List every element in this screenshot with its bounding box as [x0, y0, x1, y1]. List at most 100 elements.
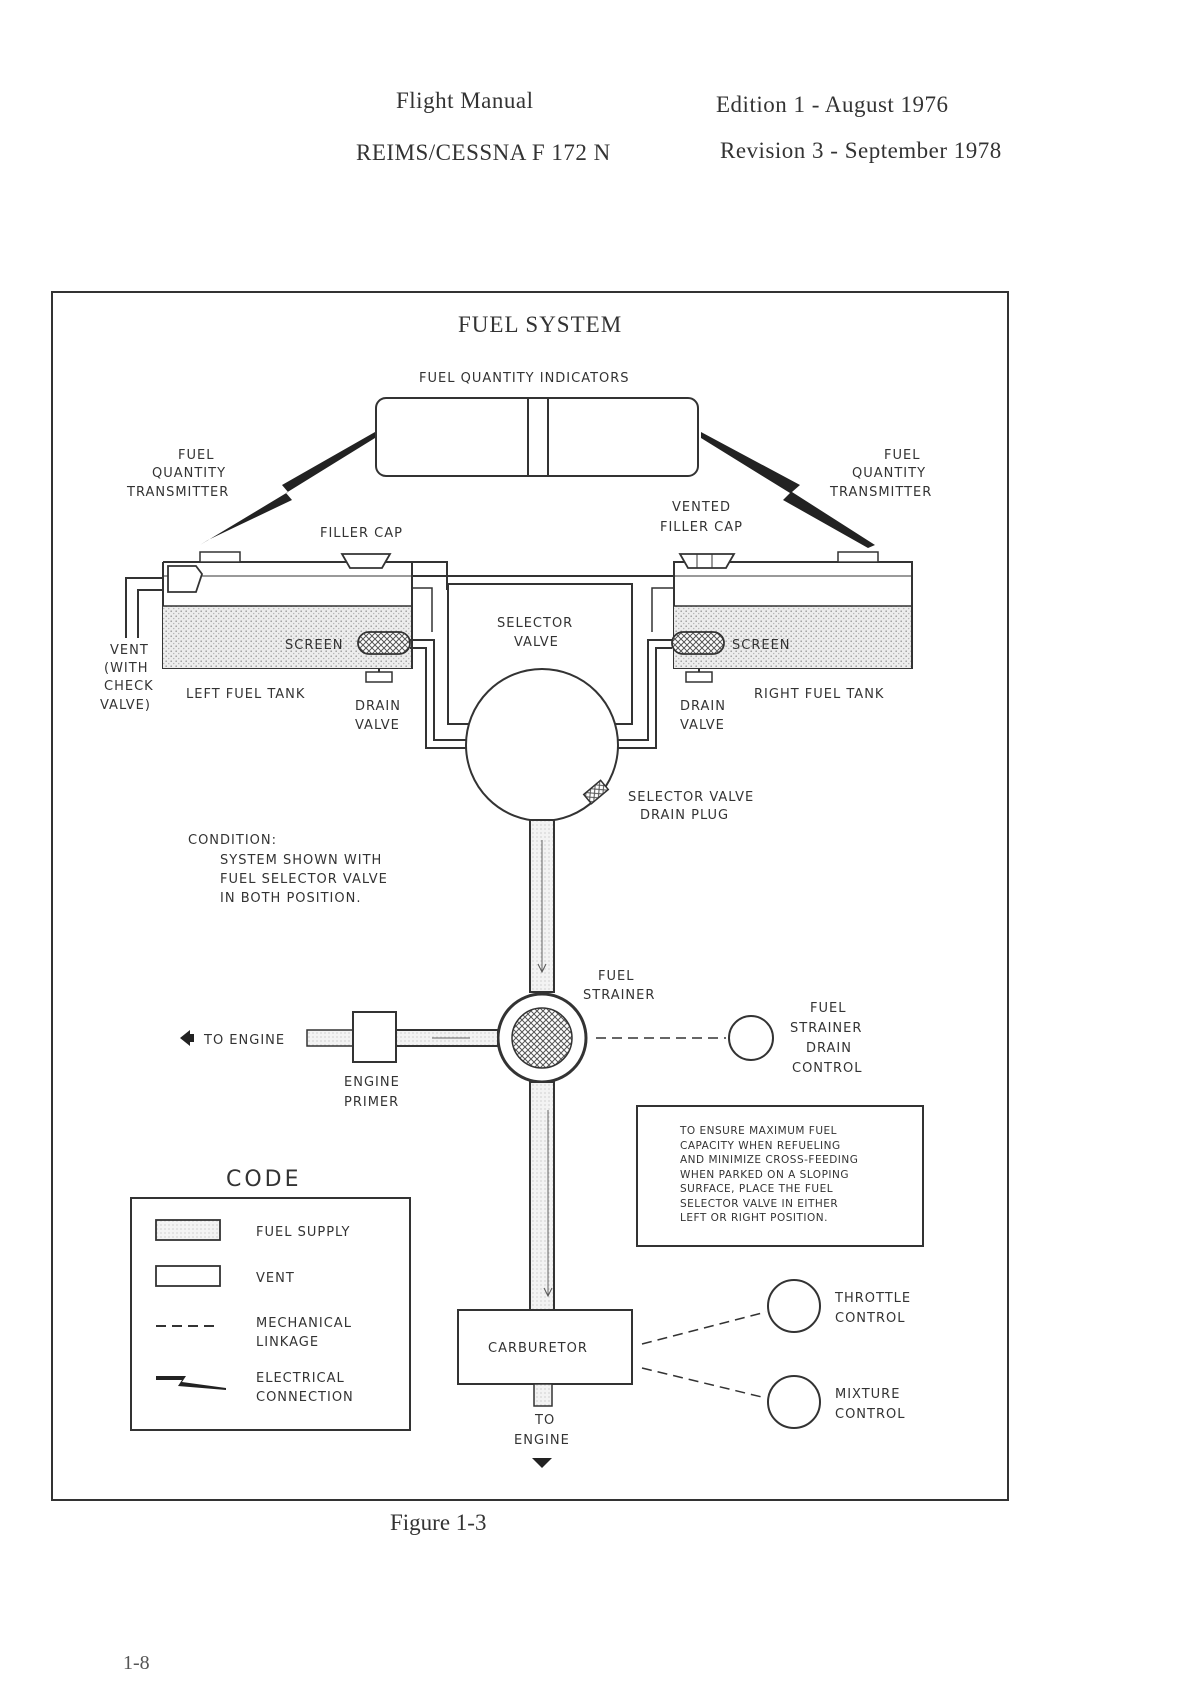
- svg-text:FUEL: FUEL: [810, 1001, 846, 1016]
- svg-text:DRAIN: DRAIN: [806, 1041, 852, 1056]
- fuel-strainer-drain-control: FUEL STRAINER DRAIN CONTROL: [596, 1001, 862, 1076]
- svg-text:CONTROL: CONTROL: [835, 1311, 905, 1326]
- selector-valve-drain-plug: SELECTOR VALVE DRAIN PLUG: [582, 779, 754, 823]
- code-title: CODE: [226, 1167, 302, 1192]
- carburetor: CARBURETOR: [457, 1309, 633, 1385]
- svg-text:CONTROL: CONTROL: [835, 1407, 905, 1422]
- svg-text:FUEL: FUEL: [884, 448, 920, 463]
- edition-info: Edition 1 - August 1976: [716, 92, 949, 117]
- to-engine-bottom: TO ENGINE: [514, 1383, 570, 1468]
- svg-text:CONTROL: CONTROL: [792, 1061, 862, 1076]
- svg-text:TO: TO: [534, 1413, 555, 1428]
- svg-text:DRAIN PLUG: DRAIN PLUG: [640, 808, 729, 823]
- svg-text:CAPACITY WHEN REFUELING: CAPACITY WHEN REFUELING: [680, 1140, 841, 1152]
- svg-text:QUANTITY: QUANTITY: [852, 466, 926, 481]
- svg-text:SYSTEM SHOWN WITH: SYSTEM SHOWN WITH: [220, 853, 382, 868]
- svg-text:TO ENGINE: TO ENGINE: [203, 1033, 285, 1048]
- page-number: 1-8: [123, 1652, 150, 1674]
- fuel-tanks: [162, 551, 913, 669]
- svg-text:VENTED: VENTED: [672, 500, 731, 515]
- legend-mechanical-linkage: MECHANICAL LINKAGE: [156, 1316, 352, 1350]
- legend-vent: VENT: [155, 1265, 295, 1287]
- condition-note: CONDITION: SYSTEM SHOWN WITH FUEL SELECT…: [188, 833, 388, 906]
- svg-text:ENGINE: ENGINE: [344, 1075, 400, 1090]
- mixture-control: MIXTURE CONTROL: [641, 1367, 905, 1429]
- svg-text:MECHANICAL: MECHANICAL: [256, 1316, 352, 1331]
- vent-check-valve: [125, 565, 204, 638]
- to-engine-left: TO ENGINE: [180, 1030, 285, 1048]
- left-fuel-tank-label: LEFT FUEL TANK: [186, 687, 305, 702]
- diagram-frame: [51, 291, 1009, 1501]
- revision-info: Revision 3 - September 1978: [720, 138, 1002, 163]
- svg-text:TRANSMITTER: TRANSMITTER: [126, 485, 229, 500]
- svg-text:VALVE): VALVE): [100, 698, 151, 713]
- svg-text:TO ENSURE MAXIMUM FUEL: TO ENSURE MAXIMUM FUEL: [679, 1125, 837, 1137]
- drain-valve-left: DRAIN VALVE: [355, 668, 401, 733]
- fuel-lines-tanks-to-selector: [410, 587, 674, 749]
- legend-electrical-connection: ELECTRICAL CONNECTION: [156, 1371, 353, 1405]
- vent-label: VENT (WITH CHECK VALVE): [100, 643, 154, 713]
- svg-text:VALVE: VALVE: [680, 718, 725, 733]
- svg-text:FUEL: FUEL: [178, 448, 214, 463]
- svg-text:FILLER CAP: FILLER CAP: [320, 526, 403, 541]
- vented-filler-cap: VENTED FILLER CAP: [660, 500, 743, 569]
- svg-text:LINKAGE: LINKAGE: [256, 1335, 319, 1350]
- svg-text:FUEL SUPPLY: FUEL SUPPLY: [256, 1225, 350, 1240]
- svg-text:SCREEN: SCREEN: [285, 638, 344, 653]
- manual-title: Flight Manual: [396, 88, 534, 113]
- svg-text:STRAINER: STRAINER: [583, 988, 655, 1003]
- svg-text:VALVE: VALVE: [355, 718, 400, 733]
- selector-valve: SELECTOR VALVE: [447, 583, 633, 822]
- throttle-control: THROTTLE CONTROL: [641, 1279, 911, 1345]
- electrical-connection-left: [200, 432, 375, 545]
- svg-text:CHECK: CHECK: [104, 679, 154, 694]
- engine-primer: ENGINE PRIMER: [344, 1011, 400, 1110]
- code-legend: FUEL SUPPLY VENT MECHANICAL LINKAGE ELEC…: [130, 1197, 411, 1431]
- diagram-title: FUEL SYSTEM: [458, 312, 622, 337]
- svg-text:TRANSMITTER: TRANSMITTER: [829, 485, 932, 500]
- svg-text:SCREEN: SCREEN: [732, 638, 791, 653]
- fuel-quantity-indicators-label: FUEL QUANTITY INDICATORS: [419, 371, 630, 386]
- fuel-strainer: FUEL STRAINER: [496, 969, 655, 1084]
- right-fuel-tank-label: RIGHT FUEL TANK: [754, 687, 884, 702]
- fuel-line-strainer-to-carburetor: [529, 1081, 555, 1311]
- svg-text:LEFT OR RIGHT POSITION.: LEFT OR RIGHT POSITION.: [680, 1212, 828, 1224]
- svg-text:DRAIN: DRAIN: [355, 699, 401, 714]
- svg-text:SELECTOR: SELECTOR: [497, 616, 573, 631]
- right-transmitter-label: FUEL QUANTITY TRANSMITTER: [829, 448, 932, 500]
- electrical-connection-right: [701, 432, 875, 548]
- svg-text:IN BOTH POSITION.: IN BOTH POSITION.: [220, 891, 361, 906]
- svg-text:FUEL: FUEL: [598, 969, 634, 984]
- svg-text:CARBURETOR: CARBURETOR: [488, 1341, 588, 1356]
- svg-text:MIXTURE: MIXTURE: [835, 1387, 900, 1402]
- screen-right: SCREEN: [671, 631, 791, 655]
- svg-text:WHEN PARKED ON A SLOPING: WHEN PARKED ON A SLOPING: [680, 1169, 849, 1181]
- svg-text:SELECTOR VALVE: SELECTOR VALVE: [628, 790, 754, 805]
- svg-text:VENT: VENT: [256, 1271, 295, 1286]
- svg-text:VENT: VENT: [110, 643, 149, 658]
- filler-cap: FILLER CAP: [320, 526, 403, 569]
- svg-text:CONDITION:: CONDITION:: [188, 833, 277, 848]
- screen-left: SCREEN: [285, 631, 411, 655]
- svg-text:THROTTLE: THROTTLE: [834, 1291, 911, 1306]
- svg-text:FILLER CAP: FILLER CAP: [660, 520, 743, 535]
- fuel-line-to-primer: [306, 1029, 499, 1047]
- svg-text:ELECTRICAL: ELECTRICAL: [256, 1371, 345, 1386]
- fuel-quantity-indicators: [375, 397, 699, 477]
- legend-fuel-supply: FUEL SUPPLY: [155, 1219, 350, 1241]
- svg-text:DRAIN: DRAIN: [680, 699, 726, 714]
- fuel-line-selector-to-strainer: [529, 819, 555, 993]
- svg-text:FUEL SELECTOR VALVE: FUEL SELECTOR VALVE: [220, 872, 388, 887]
- svg-text:STRAINER: STRAINER: [790, 1021, 862, 1036]
- svg-text:QUANTITY: QUANTITY: [152, 466, 226, 481]
- svg-text:AND MINIMIZE CROSS-FEEDING: AND MINIMIZE CROSS-FEEDING: [680, 1154, 858, 1166]
- svg-text:SELECTOR VALVE IN EITHER: SELECTOR VALVE IN EITHER: [680, 1198, 838, 1210]
- refueling-note: TO ENSURE MAXIMUM FUEL CAPACITY WHEN REF…: [636, 1105, 924, 1247]
- svg-text:VALVE: VALVE: [514, 635, 559, 650]
- svg-text:PRIMER: PRIMER: [344, 1095, 399, 1110]
- svg-text:ENGINE: ENGINE: [514, 1433, 570, 1448]
- figure-caption: Figure 1-3: [390, 1510, 487, 1535]
- aircraft-model: REIMS/CESSNA F 172 N: [356, 140, 611, 165]
- drain-valve-right: DRAIN VALVE: [680, 668, 726, 733]
